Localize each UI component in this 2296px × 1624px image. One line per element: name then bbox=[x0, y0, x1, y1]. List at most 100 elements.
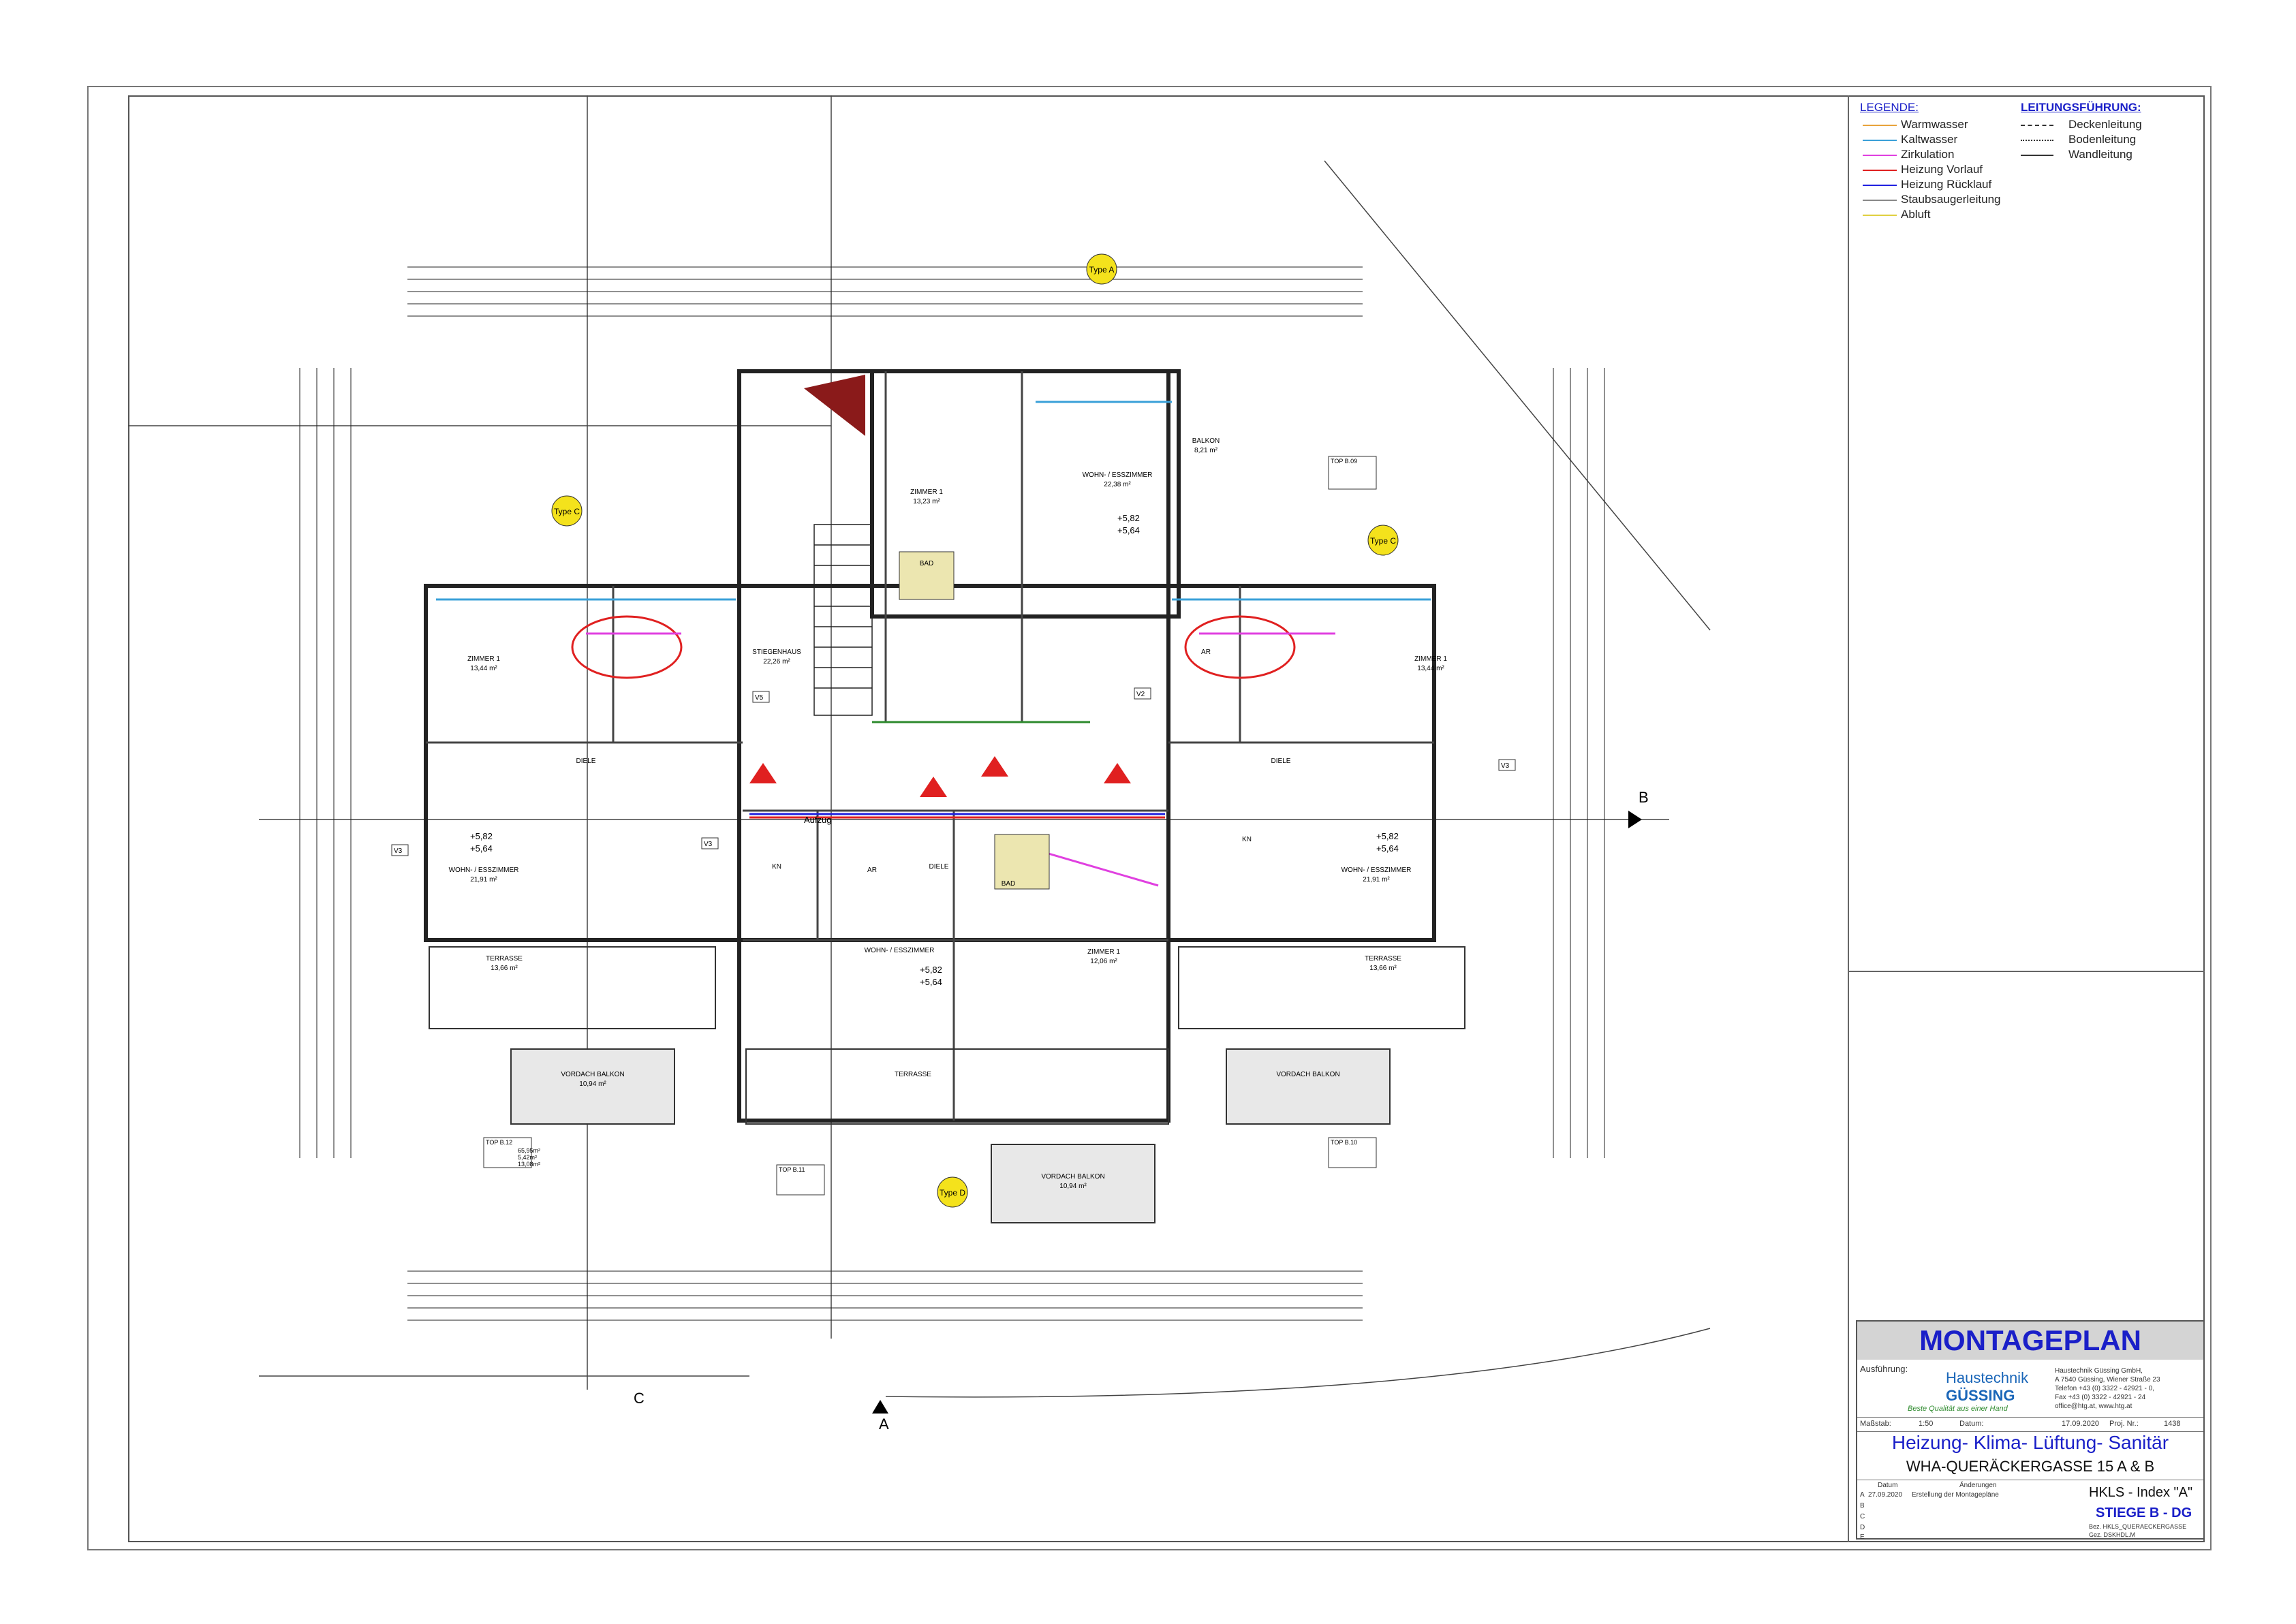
meta-row: Maßstab: 1:50 Datum: 17.09.2020 Proj. Nr… bbox=[1857, 1417, 2203, 1432]
room-area: 13,66 m² bbox=[491, 965, 518, 972]
room-area: 13,44 m² bbox=[1417, 665, 1444, 672]
drawing-frame-inner bbox=[128, 95, 2205, 1542]
room-area: 22,26 m² bbox=[763, 658, 790, 666]
top-value: 5,42m² bbox=[518, 1154, 537, 1161]
top-label: TOP B.10 bbox=[1331, 1139, 1357, 1146]
room-name: AR bbox=[867, 866, 877, 874]
legend-item-abluft: Abluft bbox=[1860, 207, 2010, 222]
room-name: VORDACH BALKON bbox=[561, 1071, 624, 1078]
index-label: HKLS - Index "A" bbox=[2089, 1485, 2193, 1500]
level-mark: +5,64 bbox=[470, 843, 493, 854]
legend-item-heizung-ruecklauf: Heizung Rücklauf bbox=[1860, 177, 2010, 192]
section-mark-a: A bbox=[879, 1416, 889, 1433]
top-dimension-chains bbox=[407, 266, 1363, 317]
room-area: 13,23 m² bbox=[913, 498, 940, 505]
right-panel-divider bbox=[1848, 95, 1849, 1542]
logo-line1: Haustechnik bbox=[1946, 1369, 2029, 1386]
svg-text:V3: V3 bbox=[1501, 762, 1510, 770]
right-dimension-chains bbox=[1553, 368, 1605, 1158]
svg-text:V5: V5 bbox=[755, 694, 764, 702]
room-name: KN bbox=[1242, 836, 1252, 843]
staircase bbox=[813, 524, 873, 716]
room-name: TERRASSE bbox=[1365, 955, 1401, 963]
bath-highlight-2 bbox=[994, 834, 1050, 890]
room-name: VORDACH BALKON bbox=[1276, 1071, 1339, 1078]
room-name: KN bbox=[772, 863, 781, 871]
level-mark: +5,82 bbox=[470, 831, 493, 841]
room-area: 8,21 m² bbox=[1194, 447, 1218, 454]
room-name: ZIMMER 1 bbox=[910, 488, 943, 496]
company-logo: Haustechnik GÜSSING Beste Qualität aus e… bbox=[1905, 1368, 2048, 1416]
line-routing-legend: LEITUNGSFÜHRUNG: Deckenleitung Bodenleit… bbox=[2021, 101, 2198, 162]
bath-highlight bbox=[899, 551, 955, 600]
level-mark: +5,64 bbox=[1376, 843, 1399, 854]
room-name: WOHN- / ESSZIMMER bbox=[1083, 471, 1153, 479]
shaft-hatch bbox=[804, 375, 865, 436]
room-area: 13,44 m² bbox=[470, 665, 497, 672]
room-name: DIELE bbox=[1271, 758, 1291, 765]
logo-line2: GÜSSING bbox=[1946, 1387, 2015, 1404]
room-name: BALKON bbox=[1192, 437, 1220, 445]
drawing-title: MONTAGEPLAN bbox=[1857, 1322, 2203, 1360]
bez-row: Bez. HKLS_QUERAECKERGASSE bbox=[2089, 1523, 2187, 1530]
revision-table: Datum Änderungen A 27.09.2020 Erstellung… bbox=[1857, 1480, 2203, 1542]
leitung-title: LEITUNGSFÜHRUNG: bbox=[2021, 101, 2141, 114]
type-labels bbox=[551, 253, 1399, 1208]
room-name: WOHN- / ESSZIMMER bbox=[865, 947, 935, 954]
right-panel-horizontal-divider bbox=[1848, 971, 2205, 972]
terraces bbox=[429, 946, 1465, 1125]
left-dimension-chains bbox=[299, 368, 352, 1158]
top-label: TOP B.09 bbox=[1331, 458, 1357, 465]
legend-item-warmwasser: Warmwasser bbox=[1860, 117, 2010, 132]
grid-lines bbox=[128, 95, 1711, 1398]
room-area: 22,38 m² bbox=[1104, 481, 1131, 488]
room-name: DIELE bbox=[929, 863, 949, 871]
room-name: VORDACH BALKON bbox=[1041, 1173, 1104, 1181]
vordach-balconies bbox=[510, 1048, 1391, 1223]
top-tables: TOP B.09 TOP B.12 65,95m² 5,42m² 13,08m²… bbox=[483, 456, 1377, 1196]
svg-text:V2: V2 bbox=[1136, 691, 1145, 698]
room-name: ZIMMER 1 bbox=[1087, 948, 1120, 956]
leitung-item-wand: Wandleitung bbox=[2021, 147, 2198, 162]
room-name: AR bbox=[1201, 649, 1211, 656]
gez-row: Gez. DSKHDL.M bbox=[2089, 1531, 2136, 1538]
svg-text:V3: V3 bbox=[394, 847, 403, 855]
room-area: 12,06 m² bbox=[1090, 958, 1117, 965]
room-name: ZIMMER 1 bbox=[1414, 655, 1447, 663]
type-c-label-right: Type C bbox=[1370, 536, 1396, 546]
room-name: TERRASSE bbox=[486, 955, 523, 963]
room-name: ZIMMER 1 bbox=[467, 655, 500, 663]
type-d-label: Type D bbox=[940, 1188, 965, 1198]
room-area: 21,91 m² bbox=[470, 876, 497, 884]
project-name: WHA-QUERÄCKERGASSE 15 A & B bbox=[1906, 1458, 2155, 1475]
riser-markers: V3 V3 V2 V3 V5 bbox=[391, 687, 1516, 856]
room-labels: ZIMMER 1 13,44 m² ZIMMER 1 13,44 m² ZIMM… bbox=[449, 437, 1448, 1190]
section-markers bbox=[872, 811, 1642, 1414]
title-block: MONTAGEPLAN Ausführung: Haustechnik GÜSS… bbox=[1856, 1320, 2205, 1542]
room-name: BAD bbox=[1002, 880, 1016, 888]
legend-item-heizung-vorlauf: Heizung Vorlauf bbox=[1860, 162, 2010, 177]
building-walls bbox=[424, 369, 1436, 1123]
room-name: STIEGENHAUS bbox=[752, 649, 801, 656]
top-label: TOP B.11 bbox=[779, 1166, 805, 1173]
top-label: TOP B.12 bbox=[486, 1139, 512, 1146]
level-mark: +5,82 bbox=[1117, 513, 1140, 523]
level-mark: +5,64 bbox=[1117, 525, 1140, 535]
section-mark-c: C bbox=[634, 1390, 645, 1407]
level-mark: +5,64 bbox=[920, 977, 942, 987]
top-value: 65,95m² bbox=[518, 1147, 540, 1154]
pipework bbox=[436, 401, 1431, 887]
type-a-label: Type A bbox=[1089, 265, 1115, 275]
legend-item-staubsauger: Staubsaugerleitung bbox=[1860, 192, 2010, 207]
room-area: 21,91 m² bbox=[1363, 876, 1390, 884]
legend-item-zirkulation: Zirkulation bbox=[1860, 147, 2010, 162]
leitung-item-decke: Deckenleitung bbox=[2021, 117, 2198, 132]
drawing-frame-outer bbox=[87, 86, 2212, 1550]
type-c-label-left: Type C bbox=[554, 507, 580, 516]
level-marks: +5,82 +5,64 +5,82 +5,64 +5,82 +5,64 +5,8… bbox=[470, 513, 1399, 987]
ausfuehrung-label: Ausführung: bbox=[1860, 1364, 1908, 1374]
logo-slogan: Beste Qualität aus einer Hand bbox=[1908, 1405, 2008, 1413]
room-name: WOHN- / ESSZIMMER bbox=[1341, 866, 1412, 874]
room-name: TERRASSE bbox=[895, 1071, 931, 1078]
legend: LEGENDE: Warmwasser Kaltwasser Zirkulati… bbox=[1860, 101, 2010, 222]
